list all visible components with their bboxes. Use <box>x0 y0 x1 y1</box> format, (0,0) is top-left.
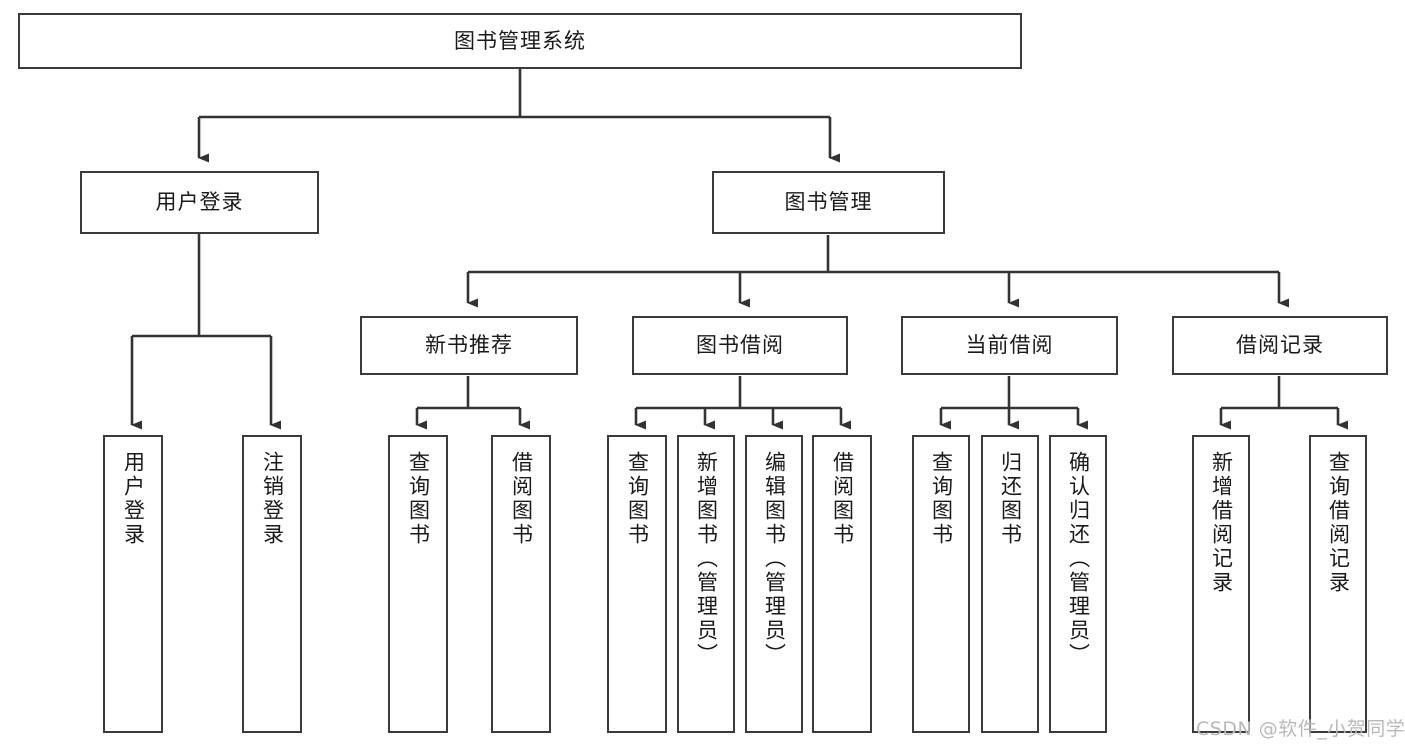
leaf-user-login-login[interactable]: 用户登录 <box>103 435 163 733</box>
node-label: 图书管理 <box>784 190 873 215</box>
node-label: 编辑图书（管理员） <box>762 451 787 667</box>
node-label: 查询图书 <box>406 451 431 547</box>
node-borrow-record[interactable]: 借阅记录 <box>1172 316 1388 375</box>
leaf-user-login-logout[interactable]: 注销登录 <box>242 435 302 733</box>
leaf-book-borrow-borrow-book[interactable]: 借阅图书 <box>812 435 872 733</box>
node-root-book-management-system[interactable]: 图书管理系统 <box>18 13 1022 69</box>
leaf-book-borrow-edit-book-admin[interactable]: 编辑图书（管理员） <box>745 435 803 733</box>
node-label: 用户登录 <box>155 190 244 215</box>
node-current-borrow[interactable]: 当前借阅 <box>901 316 1118 375</box>
csdn-watermark: CSDN @软件_小贺同学 <box>1196 718 1405 740</box>
node-label: 用户登录 <box>121 451 146 547</box>
node-user-login[interactable]: 用户登录 <box>80 171 319 234</box>
node-label: 当前借阅 <box>965 333 1054 358</box>
leaf-book-borrow-query-book[interactable]: 查询图书 <box>607 435 667 733</box>
node-label: 新增图书（管理员） <box>694 451 719 667</box>
node-label: 借阅记录 <box>1236 333 1324 358</box>
node-label: 查询图书 <box>929 451 954 547</box>
node-label: 新增借阅记录 <box>1209 451 1234 595</box>
leaf-new-book-query-book[interactable]: 查询图书 <box>388 435 448 733</box>
leaf-borrow-record-add-record[interactable]: 新增借阅记录 <box>1192 435 1250 733</box>
node-label: 图书借阅 <box>696 333 784 358</box>
node-label: 查询借阅记录 <box>1326 451 1351 595</box>
leaf-current-borrow-confirm-return-admin[interactable]: 确认归还（管理员） <box>1049 435 1107 733</box>
node-label: 注销登录 <box>260 451 285 547</box>
leaf-new-book-borrow-book[interactable]: 借阅图书 <box>491 435 551 733</box>
leaf-borrow-record-query-record[interactable]: 查询借阅记录 <box>1309 435 1367 733</box>
leaf-book-borrow-add-book-admin[interactable]: 新增图书（管理员） <box>677 435 735 733</box>
leaf-current-borrow-return-book[interactable]: 归还图书 <box>981 435 1039 733</box>
node-book-management[interactable]: 图书管理 <box>712 171 945 234</box>
node-book-borrow[interactable]: 图书借阅 <box>632 316 848 375</box>
node-label: 归还图书 <box>998 451 1023 547</box>
node-label: 新书推荐 <box>425 333 513 358</box>
node-new-book-recommend[interactable]: 新书推荐 <box>360 316 578 375</box>
node-label: 借阅图书 <box>830 451 855 547</box>
leaf-current-borrow-query-book[interactable]: 查询图书 <box>912 435 970 733</box>
node-label: 查询图书 <box>625 451 650 547</box>
node-label: 借阅图书 <box>509 451 534 547</box>
node-label: 确认归还（管理员） <box>1066 451 1091 667</box>
node-label: 图书管理系统 <box>454 28 586 53</box>
